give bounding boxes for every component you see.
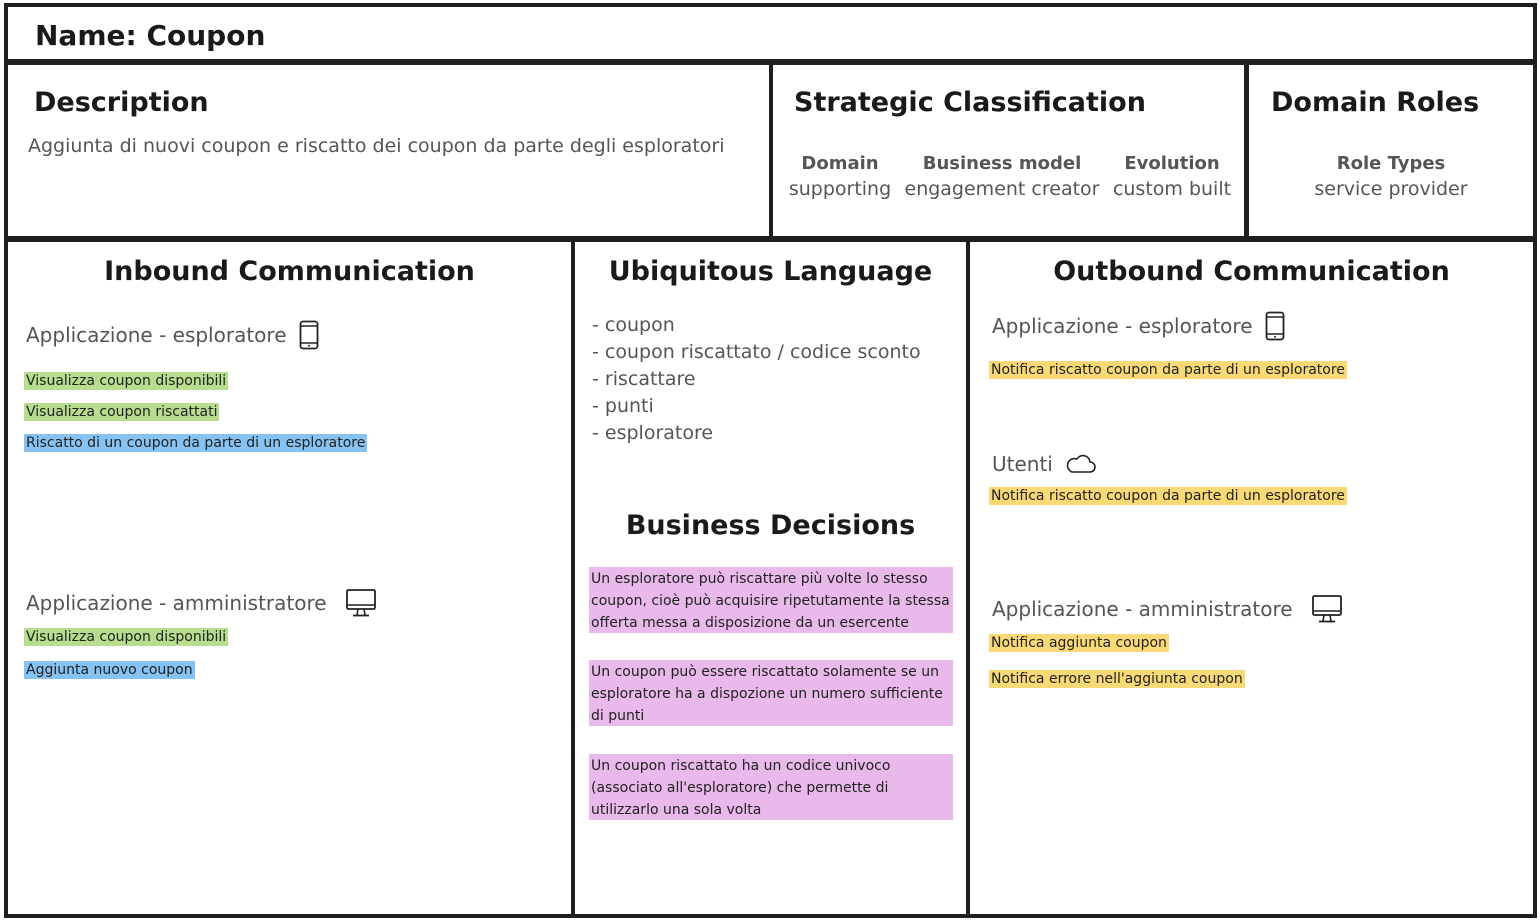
ubiquitous-terms: - coupon - coupon riscattato / codice sc… xyxy=(592,312,921,447)
business-decisions-heading: Business Decisions xyxy=(625,510,916,541)
tablet-icon xyxy=(1265,311,1284,341)
outbound-source-utenti-label: Utenti xyxy=(992,452,1053,476)
business-decision-note: Un esploratore può riscattare più volte … xyxy=(589,567,953,633)
role-types-title: Role Types xyxy=(1336,153,1446,174)
inbound-source-amministratore: Applicazione - amministratore xyxy=(26,588,377,618)
strategic-classification-box: Strategic Classification Domain supporti… xyxy=(769,61,1248,240)
outbound-item: Notifica errore nell'aggiunta coupon xyxy=(989,670,1245,688)
strategic-business-model-value: engagement creator xyxy=(904,178,1100,200)
inbound-item: Visualizza coupon riscattati xyxy=(24,403,220,421)
strategic-business-model: Business model engagement creator xyxy=(899,153,1105,200)
ubiquitous-term: - riscattare xyxy=(592,368,696,390)
description-text: Aggiunta di nuovi coupon e riscatto dei … xyxy=(28,135,725,157)
monitor-icon xyxy=(1311,595,1342,623)
domain-roles-box: Domain Roles Role Types service provider xyxy=(1245,61,1537,240)
strategic-heading: Strategic Classification xyxy=(794,87,1146,118)
outbound-source-amministratore-label: Applicazione - amministratore xyxy=(992,597,1293,621)
outbound-communication-box xyxy=(966,238,1537,918)
inbound-item: Visualizza coupon disponibili xyxy=(24,628,229,646)
canvas-name: Name: Coupon xyxy=(35,19,266,52)
description-heading: Description xyxy=(34,87,209,118)
business-decision-note: Un coupon riscattato ha un codice univoc… xyxy=(589,754,953,820)
ubiquitous-heading: Ubiquitous Language xyxy=(608,256,933,287)
strategic-evolution-title: Evolution xyxy=(1124,153,1220,174)
inbound-heading: Inbound Communication xyxy=(104,256,475,287)
ubiquitous-term: - esploratore xyxy=(592,422,714,444)
inbound-source-esploratore-label: Applicazione - esploratore xyxy=(26,323,287,347)
inbound-source-esploratore: Applicazione - esploratore xyxy=(26,320,319,350)
outbound-source-esploratore-label: Applicazione - esploratore xyxy=(992,314,1253,338)
inbound-item: Aggiunta nuovo coupon xyxy=(24,661,195,679)
outbound-source-amministratore: Applicazione - amministratore xyxy=(992,594,1343,624)
description-box: Description Aggiunta di nuovi coupon e r… xyxy=(4,61,773,240)
inbound-item: Riscatto di un coupon da parte di un esp… xyxy=(24,434,368,452)
outbound-source-esploratore: Applicazione - esploratore xyxy=(992,311,1285,341)
role-types: Role Types service provider xyxy=(1249,153,1533,200)
ubiquitous-term: - coupon xyxy=(592,314,675,336)
role-types-value: service provider xyxy=(1314,178,1468,200)
domain-roles-heading: Domain Roles xyxy=(1271,87,1480,118)
inbound-item: Visualizza coupon disponibili xyxy=(24,372,229,390)
strategic-business-model-title: Business model xyxy=(922,153,1082,174)
ubiquitous-term: - punti xyxy=(592,395,654,417)
ubiquitous-term: - coupon riscattato / codice sconto xyxy=(592,341,921,363)
monitor-icon xyxy=(345,589,376,617)
outbound-item: Notifica riscatto coupon da parte di un … xyxy=(989,361,1347,379)
business-decision-note: Un coupon può essere riscattato solament… xyxy=(589,660,953,726)
outbound-heading: Outbound Communication xyxy=(1053,256,1450,287)
strategic-domain-title: Domain xyxy=(801,153,879,174)
outbound-item: Notifica riscatto coupon da parte di un … xyxy=(989,487,1347,505)
outbound-item: Notifica aggiunta coupon xyxy=(989,634,1169,652)
strategic-domain-value: supporting xyxy=(788,178,892,200)
outbound-source-utenti: Utenti xyxy=(992,452,1097,476)
name-box: Name: Coupon xyxy=(4,3,1537,63)
inbound-source-amministratore-label: Applicazione - amministratore xyxy=(26,591,327,615)
strategic-evolution: Evolution custom built xyxy=(1105,153,1239,200)
strategic-evolution-value: custom built xyxy=(1112,178,1232,200)
tablet-icon xyxy=(299,320,318,350)
cloud-icon xyxy=(1066,454,1096,473)
inbound-communication-box xyxy=(4,238,575,918)
strategic-domain: Domain supporting xyxy=(777,153,903,200)
